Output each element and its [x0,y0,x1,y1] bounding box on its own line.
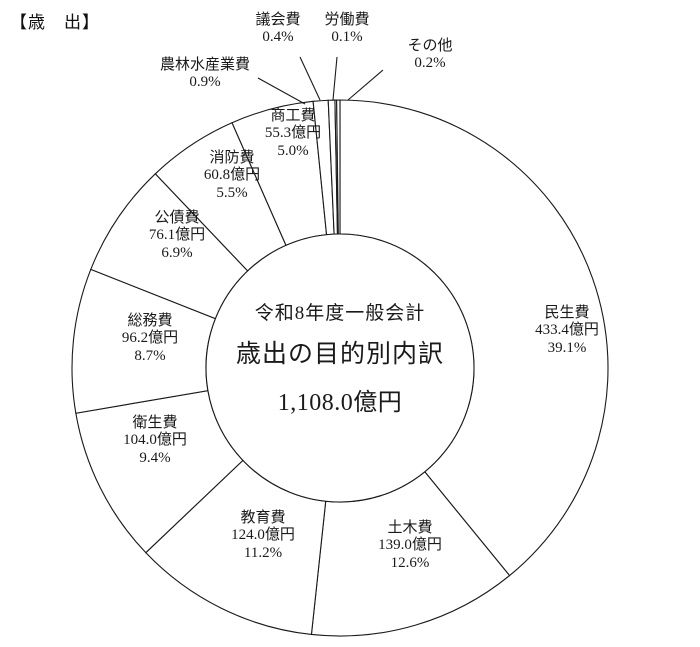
slice-label-name: 消防費 [209,150,255,166]
slice-label-name: 議会費 [255,12,301,28]
leader-line [332,56,338,101]
page-title: 【歳 出】 [10,13,100,33]
slice-label-percent: 0.2% [414,55,446,72]
slice-label-percent: 5.5% [216,184,248,201]
leader-line [299,56,321,101]
slice-label-percent: 9.4% [139,449,171,466]
slice-label-name: 教育費 [240,510,286,526]
slice-label-percent: 11.2% [243,544,283,561]
slice-label-amount: 139.0億円 [378,537,442,554]
center-fiscal-year: 令和8年度一般会計 [254,303,426,324]
leader-line [257,77,306,105]
slice-label-percent: 8.7% [134,347,166,364]
donut-slices [71,99,609,637]
slice-label-percent: 5.0% [277,142,309,159]
slice-label-name: 衛生費 [132,415,178,431]
slice-label-amount: 433.4億円 [535,322,599,339]
donut-center-text: 令和8年度一般会計 歳出の目的別内訳 1,108.0億円 [200,298,480,417]
slice-label-name: 総務費 [127,313,173,329]
donut-inner-circle [205,233,475,503]
leader-line [347,69,384,101]
slice-label-amount: 96.2億円 [121,330,179,347]
center-subject: 歳出の目的別内訳 [235,341,444,368]
slice-label-percent: 0.4% [262,29,294,46]
slice-label-name: 農林水産業費 [159,57,250,73]
slice-label-amount: 104.0億円 [123,432,187,449]
slice-label-percent: 6.9% [161,244,193,261]
leader-lines [257,56,384,105]
slice-label-amount: 76.1億円 [148,227,206,244]
slice-label-percent: 39.1% [547,339,587,356]
slice-label-name: 労働費 [324,12,370,28]
slice-label-amount: 55.3億円 [264,125,322,142]
slice-label-name: その他 [407,38,453,54]
slice-label-percent: 12.6% [390,554,430,571]
slice-label-percent: 0.1% [331,29,363,46]
slice-label-name: 民生費 [544,305,590,321]
slice-label-name: 公債費 [154,210,200,226]
center-total: 1,108.0億円 [277,390,403,416]
slice-label-amount: 60.8億円 [203,167,261,184]
slice-label-name: 商工費 [270,108,316,124]
slice-label-amount: 124.0億円 [231,527,295,544]
slice-label-percent: 0.9% [189,74,221,91]
slice-label-name: 土木費 [387,520,433,536]
